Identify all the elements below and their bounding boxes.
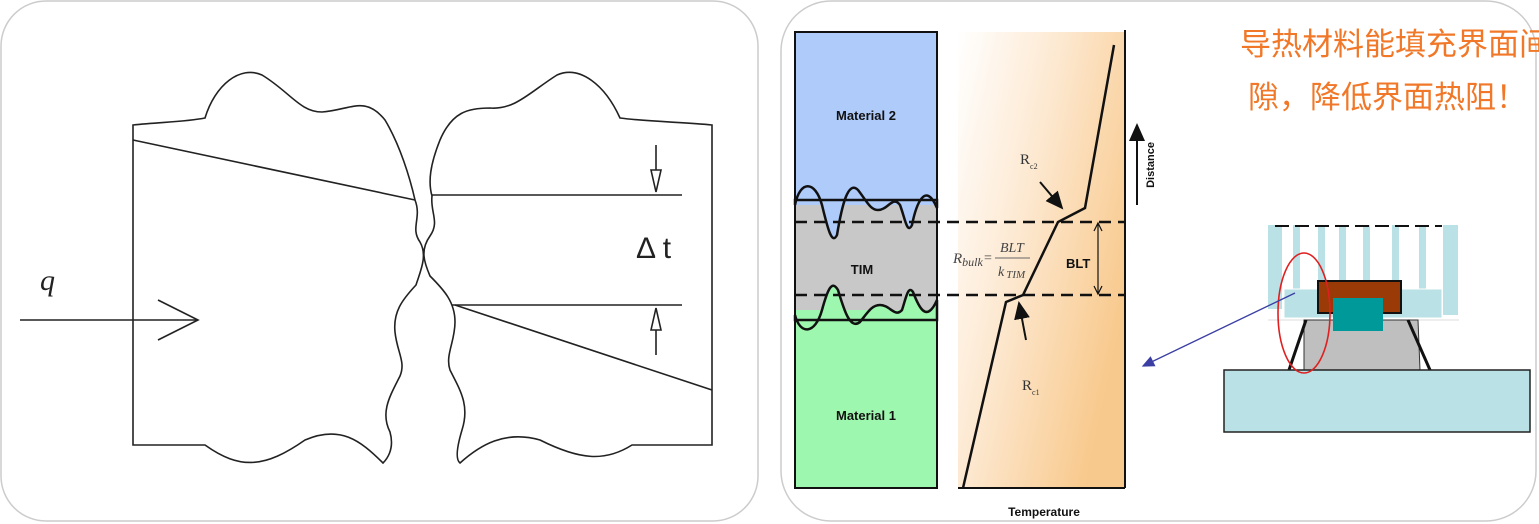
heatsink-fin — [1443, 225, 1458, 315]
distance-axis-label: Distance — [1145, 142, 1157, 188]
rc2-label: Rc2 — [1020, 152, 1038, 171]
pointer-arrow — [1141, 292, 1296, 367]
svg-text:BLT: BLT — [1000, 241, 1025, 256]
heatsink-fin — [1268, 225, 1282, 309]
caption-line-2: 隙，降低界面热阻！ — [1248, 80, 1527, 116]
temperature-axis-label: Temperature — [1008, 505, 1080, 519]
temperature-plot — [795, 30, 1145, 489]
rc2-arrow — [1039, 181, 1064, 210]
heat-flux-label: q — [40, 264, 55, 297]
right-solid-block — [423, 71, 713, 465]
gap-label: Δ t — [636, 232, 672, 265]
left-panel — [0, 0, 759, 522]
heatsink-fin — [1363, 225, 1370, 289]
heatsink-fin — [1392, 225, 1399, 289]
svg-text:Rbulk: Rbulk — [952, 251, 984, 269]
temperature-profile-left — [132, 139, 416, 201]
die — [1333, 298, 1383, 331]
rc1-arrow — [1014, 301, 1030, 341]
blt-label: BLT — [1066, 256, 1090, 271]
temperature-profile-right — [454, 304, 713, 391]
heatsink-fin — [1419, 225, 1426, 289]
svg-text:=: = — [984, 251, 992, 266]
rc1-label: Rc1 — [1022, 378, 1040, 397]
temperature-profile-line — [961, 44, 1116, 489]
lid-leg-right — [1406, 319, 1432, 371]
heatsink-fin — [1318, 225, 1325, 289]
material1-rough-surface — [793, 284, 939, 331]
contact-resistance-diagram — [20, 71, 713, 465]
material-2-label: Material 2 — [836, 108, 896, 123]
material-stack — [793, 31, 939, 489]
lid-leg-left — [1287, 319, 1308, 371]
heatsink-fin — [1339, 225, 1346, 289]
tim-label: TIM — [851, 262, 873, 277]
package-heatsink-diagram — [1141, 225, 1531, 433]
caption-line-1: 导热材料能填充界面间 — [1240, 27, 1539, 63]
pcb-board — [1223, 369, 1531, 433]
heatsink-fin — [1293, 225, 1300, 289]
highlight-circle — [1277, 252, 1331, 374]
temperature-gradient — [958, 32, 1125, 488]
material-1-label: Material 1 — [836, 408, 896, 423]
